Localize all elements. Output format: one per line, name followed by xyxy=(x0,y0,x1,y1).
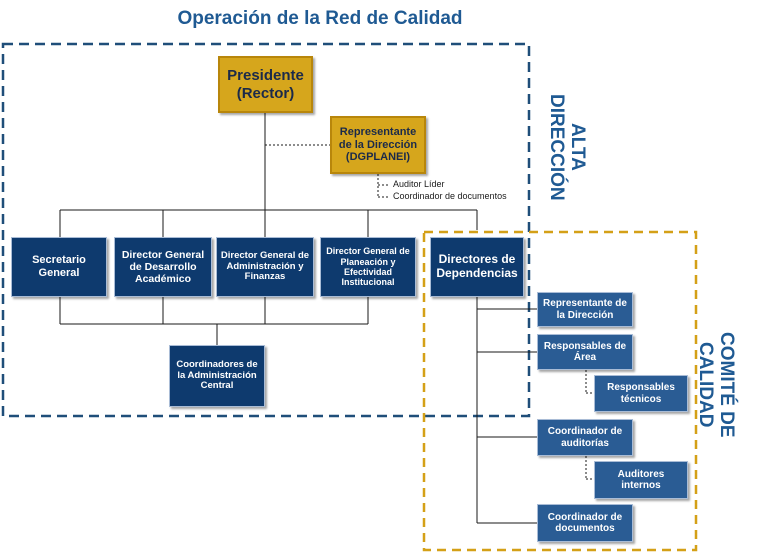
coordinador-documentos-label: Coordinador de documentos xyxy=(547,511,623,535)
alta-direccion-group-border xyxy=(1,42,531,418)
presidente-label: Presidente (Rector) xyxy=(227,67,304,102)
dg-desarrollo-academico-label: Director General de Desarrollo Académico xyxy=(121,248,205,286)
auditores-internos-box: Auditores internos xyxy=(594,461,688,499)
representante-direccion-box: Representante de la Dirección xyxy=(537,292,633,327)
dg-planeacion-box: Director General de Planeación y Efectiv… xyxy=(320,237,416,297)
representante-direccion-label: Representante de la Dirección xyxy=(543,298,627,321)
coordinadores-admin-central-box: Coordinadores de la Administración Centr… xyxy=(169,345,265,407)
dg-administracion-finanzas-box: Director General de Administración y Fin… xyxy=(216,237,314,297)
coordinador-auditorias-label: Coordinador de auditorías xyxy=(547,426,623,449)
auditores-internos-label: Auditores internos xyxy=(617,468,665,492)
coordinador-auditorias-box: Coordinador de auditorías xyxy=(537,419,633,456)
dg-administracion-finanzas-label: Director General de Administración y Fin… xyxy=(220,249,310,283)
responsables-tecnicos-label: Responsables técnicos xyxy=(607,382,675,405)
responsables-area-label: Responsables de Área xyxy=(543,340,627,364)
responsables-area-box: Responsables de Área xyxy=(537,334,633,370)
responsables-tecnicos-box: Responsables técnicos xyxy=(594,375,688,412)
representante-direccion-top-box: Representante de la Dirección (DGPLANEI) xyxy=(330,116,426,174)
secretario-general-label: Secretario General xyxy=(32,254,86,279)
alta-direccion-label: ALTA DIRECCIÓN xyxy=(545,93,588,201)
dg-desarrollo-academico-box: Director General de Desarrollo Académico xyxy=(114,237,212,297)
auditor-lider-note: Auditor Líder xyxy=(393,179,445,189)
coordinadores-admin-central-label: Coordinadores de la Administración Centr… xyxy=(176,358,258,392)
diagram-title: Operación de la Red de Calidad xyxy=(177,8,463,29)
directores-dependencias-label: Directores de Dependencias xyxy=(436,252,518,280)
coordinador-documentos-note: Coordinador de documentos xyxy=(393,191,507,201)
presidente-box: Presidente (Rector) xyxy=(218,56,313,113)
directores-dependencias-box: Directores de Dependencias xyxy=(430,237,524,297)
comite-de-calidad-label: COMITÉ DE CALIDAD xyxy=(694,332,737,438)
representante-direccion-top-label: Representante de la Dirección (DGPLANEI) xyxy=(338,126,418,164)
dg-planeacion-label: Director General de Planeación y Efectiv… xyxy=(326,246,410,288)
coordinador-documentos-box: Coordinador de documentos xyxy=(537,504,633,542)
comite-calidad-group-border xyxy=(422,230,698,552)
secretario-general-box: Secretario General xyxy=(11,237,107,297)
